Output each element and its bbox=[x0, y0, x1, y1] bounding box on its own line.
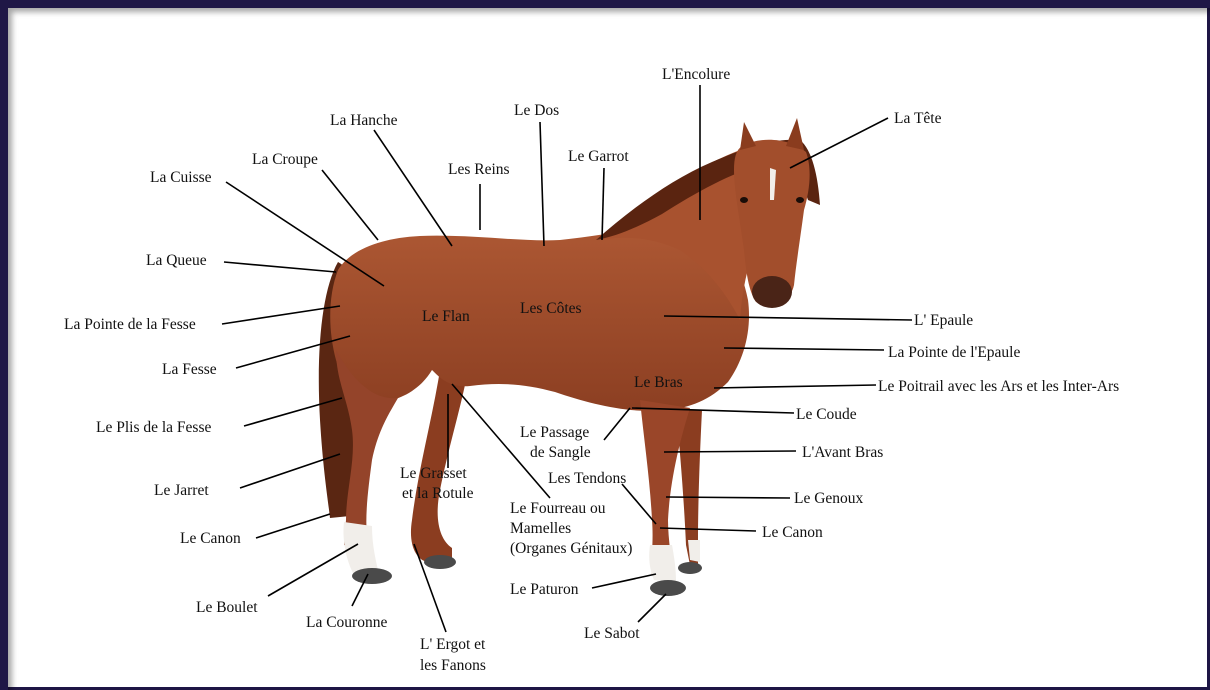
label-queue: La Queue bbox=[146, 252, 207, 269]
horse-eye-left bbox=[740, 197, 748, 203]
label-passage-line2: de Sangle bbox=[530, 444, 591, 461]
horse-hoof-near-front bbox=[650, 580, 686, 596]
label-pointe-epaule: La Pointe de l'Epaule bbox=[888, 344, 1020, 361]
leader-sabot bbox=[638, 594, 666, 622]
label-ergot-line2: les Fanons bbox=[420, 657, 486, 674]
label-grasset-line2: et la Rotule bbox=[402, 485, 474, 502]
leader-dos bbox=[540, 122, 544, 246]
leader-queue bbox=[224, 262, 336, 272]
label-coude: Le Coude bbox=[796, 406, 857, 423]
label-epaule: L' Epaule bbox=[914, 312, 973, 329]
leader-paturon bbox=[592, 574, 656, 588]
label-genoux: Le Genoux bbox=[794, 490, 864, 507]
horse-hoof-near-hind bbox=[352, 568, 392, 584]
label-paturon: Le Paturon bbox=[510, 581, 579, 598]
label-canon-front: Le Canon bbox=[762, 524, 823, 541]
label-dos: Le Dos bbox=[514, 102, 559, 119]
leader-cuisse bbox=[226, 182, 384, 286]
horse-muzzle bbox=[752, 276, 792, 308]
label-plis-fesse: Le Plis de la Fesse bbox=[96, 419, 211, 436]
horse-sock-front bbox=[649, 545, 676, 582]
label-grasset-line1: Le Grasset bbox=[400, 465, 467, 482]
label-fesse: La Fesse bbox=[162, 361, 217, 378]
label-flan: Le Flan bbox=[422, 308, 470, 325]
label-pointe-fesse: La Pointe de la Fesse bbox=[64, 316, 196, 333]
label-cuisse: La Cuisse bbox=[150, 169, 212, 186]
horse-ear-right bbox=[786, 118, 804, 150]
leader-tete bbox=[790, 118, 888, 168]
label-couronne: La Couronne bbox=[306, 614, 387, 631]
horse-hoof-far-front bbox=[678, 562, 702, 574]
label-bras: Le Bras bbox=[634, 374, 683, 391]
leader-boulet bbox=[268, 544, 358, 596]
leader-passage bbox=[604, 408, 630, 440]
label-tete: La Tête bbox=[894, 110, 942, 127]
horse-hoof-far-hind bbox=[424, 555, 456, 569]
label-sabot: Le Sabot bbox=[584, 625, 640, 642]
label-reins: Les Reins bbox=[448, 161, 510, 178]
label-croupe: La Croupe bbox=[252, 151, 318, 168]
leader-canon-rear bbox=[256, 514, 330, 538]
leader-avant-bras bbox=[664, 451, 796, 452]
label-fourreau-line3: (Organes Génitaux) bbox=[510, 540, 632, 557]
label-passage-line1: Le Passage bbox=[520, 424, 589, 441]
label-hanche: La Hanche bbox=[330, 112, 398, 129]
leader-genoux bbox=[666, 497, 790, 498]
leader-poitrail bbox=[714, 385, 876, 388]
leader-canon-front bbox=[660, 528, 756, 531]
label-ergot-line1: L' Ergot et bbox=[420, 636, 486, 653]
leader-pointe-epaule bbox=[724, 348, 884, 350]
label-jarret: Le Jarret bbox=[154, 482, 209, 499]
label-poitrail: Le Poitrail avec les Ars et les Inter-Ar… bbox=[878, 378, 1119, 395]
leader-hanche bbox=[374, 130, 452, 246]
label-fourreau-line2: Mamelles bbox=[510, 520, 571, 537]
label-cotes: Les Côtes bbox=[520, 300, 582, 317]
label-tendons: Les Tendons bbox=[548, 470, 626, 487]
leader-garrot bbox=[602, 168, 604, 240]
horse-ear-left bbox=[740, 122, 756, 150]
label-fourreau-line1: Le Fourreau ou bbox=[510, 500, 606, 517]
leader-croupe bbox=[322, 170, 378, 240]
label-garrot: Le Garrot bbox=[568, 148, 629, 165]
horse-eye-right bbox=[796, 197, 804, 203]
label-canon-rear: Le Canon bbox=[180, 530, 241, 547]
label-boulet: Le Boulet bbox=[196, 599, 258, 616]
label-encolure: L'Encolure bbox=[662, 66, 730, 83]
label-avant-bras: L'Avant Bras bbox=[802, 444, 883, 461]
